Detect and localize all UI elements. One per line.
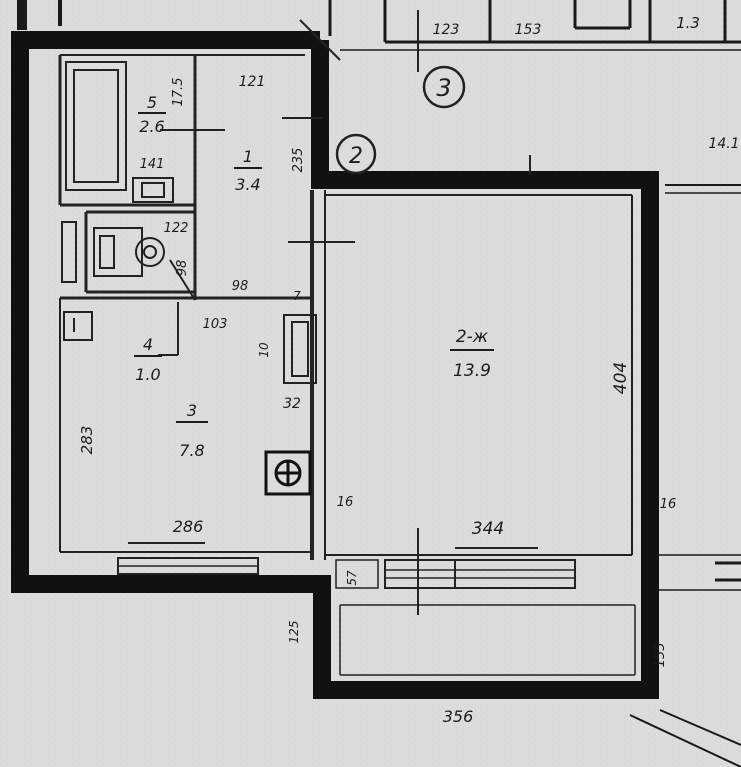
- room-1-depth: 235: [291, 148, 306, 173]
- svg-text:1: 1: [243, 147, 253, 166]
- svg-text:2.6: 2.6: [139, 117, 164, 136]
- room-4-width: 98: [232, 279, 249, 294]
- dimension-lines: [128, 10, 538, 615]
- svg-text:3: 3: [436, 74, 451, 102]
- balcony-side-right: 155: [653, 643, 668, 668]
- wall-left-dimension: 16: [337, 495, 354, 510]
- stove: [264, 450, 312, 496]
- svg-text:1.0: 1.0: [135, 365, 160, 384]
- svg-text:3.4: 3.4: [235, 175, 260, 194]
- corridor-dimension-d: 14.1: [708, 136, 739, 152]
- wall-right-dimension: 16: [660, 497, 677, 512]
- room-2-depth: 404: [611, 362, 631, 394]
- section-marker-2: 2: [335, 133, 377, 175]
- room-1-width: 121: [239, 74, 266, 90]
- bathtub: [65, 61, 127, 191]
- windows: [117, 557, 576, 589]
- room-3-width: 286: [173, 517, 204, 536]
- room-3-depth: 283: [78, 426, 96, 455]
- small-mark: 7: [293, 289, 301, 303]
- door-mark: 10: [257, 342, 271, 358]
- section-marker-3: 3: [422, 65, 466, 109]
- balcony-side-left: 125: [287, 621, 301, 644]
- toilet: [93, 227, 165, 277]
- neighbor-unit: [17, 0, 741, 767]
- partitions: [58, 54, 636, 676]
- balcony-height: 57: [345, 570, 359, 586]
- outer-walls: [11, 31, 659, 699]
- svg-text:4: 4: [143, 335, 153, 354]
- corridor-dimension-a: 123: [433, 22, 460, 38]
- room-5-label: 5 2.6: [138, 93, 166, 136]
- svg-text:5: 5: [147, 93, 157, 112]
- sink-kitchen: [63, 311, 93, 341]
- bath-dimension: 122: [164, 221, 189, 236]
- svg-text:7.8: 7.8: [179, 441, 204, 460]
- svg-text:3: 3: [187, 401, 197, 420]
- corridor-dimension-b: 153: [515, 22, 542, 38]
- room-3-label: 3 7.8: [176, 401, 208, 460]
- room-2-label: 2-ж 13.9: [450, 327, 494, 381]
- room-5-depth: 141: [140, 157, 165, 172]
- room-1-label: 1 3.4: [234, 147, 262, 194]
- balcony-width: 356: [443, 707, 474, 726]
- room-5-width: 17.5: [171, 78, 186, 107]
- vent-dimension: 32: [283, 396, 301, 412]
- room-2-width: 344: [472, 519, 504, 539]
- room-4-label: 4 1.0: [134, 335, 162, 384]
- vent-shaft: [283, 314, 317, 384]
- svg-text:2: 2: [349, 144, 363, 169]
- svg-text:13.9: 13.9: [453, 361, 491, 381]
- washbasin: [132, 177, 174, 203]
- room-4-depth: 103: [203, 317, 228, 332]
- corridor-dimension-c: 1.3: [676, 14, 700, 32]
- svg-text:2-ж: 2-ж: [456, 327, 489, 347]
- wc-dimension: 98: [175, 260, 190, 277]
- panel-left: [61, 221, 77, 283]
